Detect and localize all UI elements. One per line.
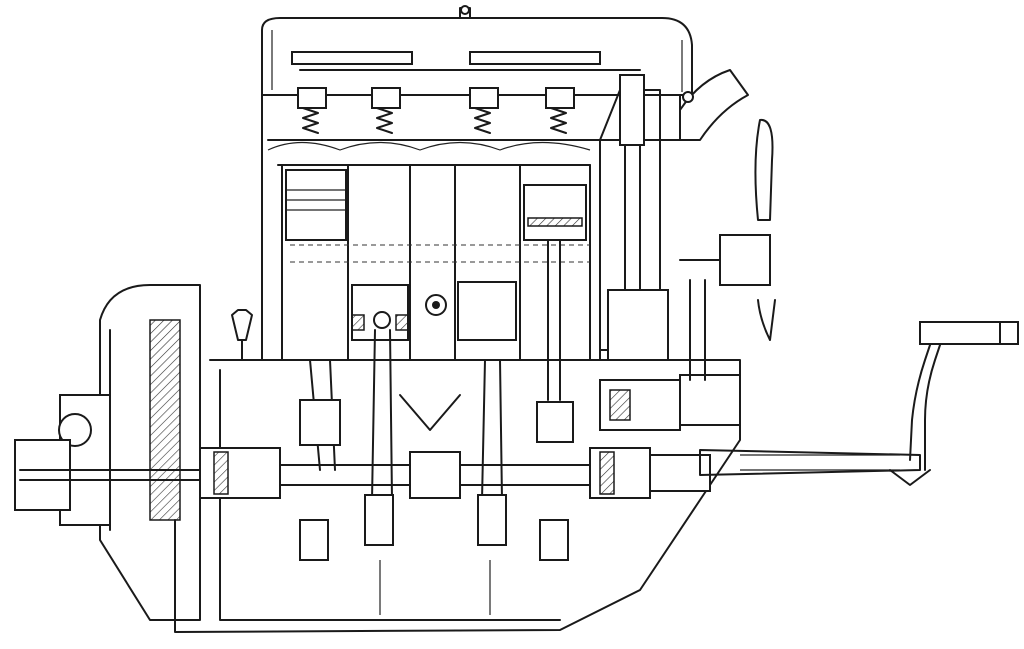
timing-gears bbox=[599, 74, 741, 431]
valve-gear bbox=[291, 51, 641, 109]
fan bbox=[679, 118, 776, 381]
pistons bbox=[285, 169, 587, 341]
flywheel-clutch bbox=[14, 284, 201, 621]
crankshaft bbox=[199, 399, 711, 546]
valve-springs bbox=[302, 107, 567, 134]
connecting-rods bbox=[309, 239, 574, 501]
starting-handle bbox=[699, 321, 1019, 486]
water-outlet bbox=[679, 69, 749, 141]
valve-cover bbox=[261, 5, 693, 96]
oil-filler bbox=[231, 309, 253, 361]
